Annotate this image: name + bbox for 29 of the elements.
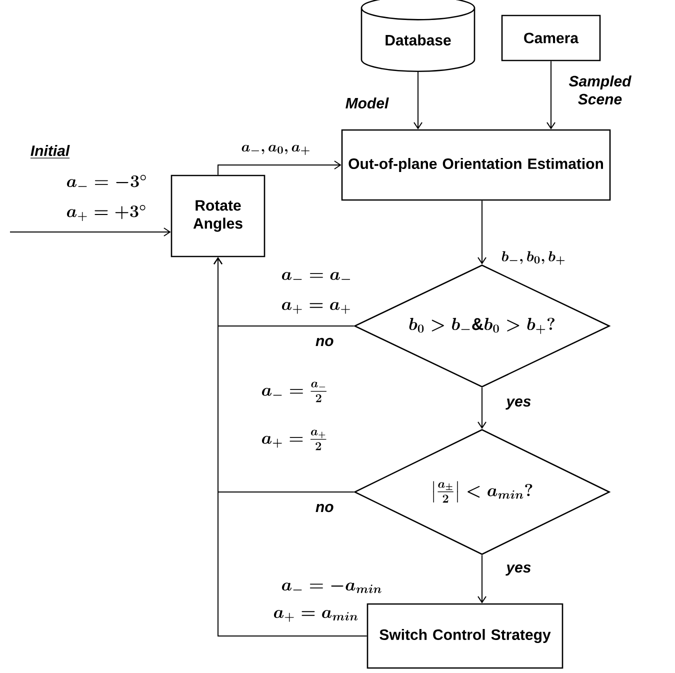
process-box: Camera xyxy=(501,14,601,62)
arrow xyxy=(218,160,342,176)
edge-label: no xyxy=(316,504,334,512)
database-cylinder: Database xyxy=(360,0,476,72)
arrow xyxy=(214,257,368,636)
process-box: Switch Control Strategy xyxy=(366,603,564,669)
process-box: Rotate Angles xyxy=(170,174,266,258)
edge-label: yes xyxy=(506,398,531,410)
arrow xyxy=(414,72,422,130)
formula-label: $a_+ = +3^\circ$ xyxy=(66,204,146,222)
formula-label: $a_+ = \frac{a_+}{2}$ xyxy=(262,430,326,450)
edge-label: Model xyxy=(346,98,389,109)
edge-label: yes xyxy=(506,564,531,576)
heading-label: Initial xyxy=(30,145,70,158)
arrow xyxy=(478,200,486,264)
edge-label: $a_-, a_0, a_+$ xyxy=(242,144,310,155)
formula-label: $a_+ = a_{min}$ xyxy=(274,610,358,622)
arrow xyxy=(10,228,171,236)
edge-label: $b_-, b_0, b_+$ xyxy=(502,251,565,265)
formula-label: $a_- = -3^\circ$ xyxy=(66,174,146,188)
edge-label: Sampled Scene xyxy=(568,76,632,104)
formula-label: $a_- = a_-$ xyxy=(282,272,350,280)
arrow xyxy=(478,387,486,429)
process-box: Out-of-plane Orientation Estimation xyxy=(341,129,611,201)
arrow xyxy=(546,60,556,130)
edge-label: no xyxy=(316,338,334,346)
formula-label: $a_- = \frac{a_-}{2}$ xyxy=(262,382,326,402)
formula-label: $a_- = -a_{min}$ xyxy=(282,582,382,594)
arrow xyxy=(478,554,486,604)
